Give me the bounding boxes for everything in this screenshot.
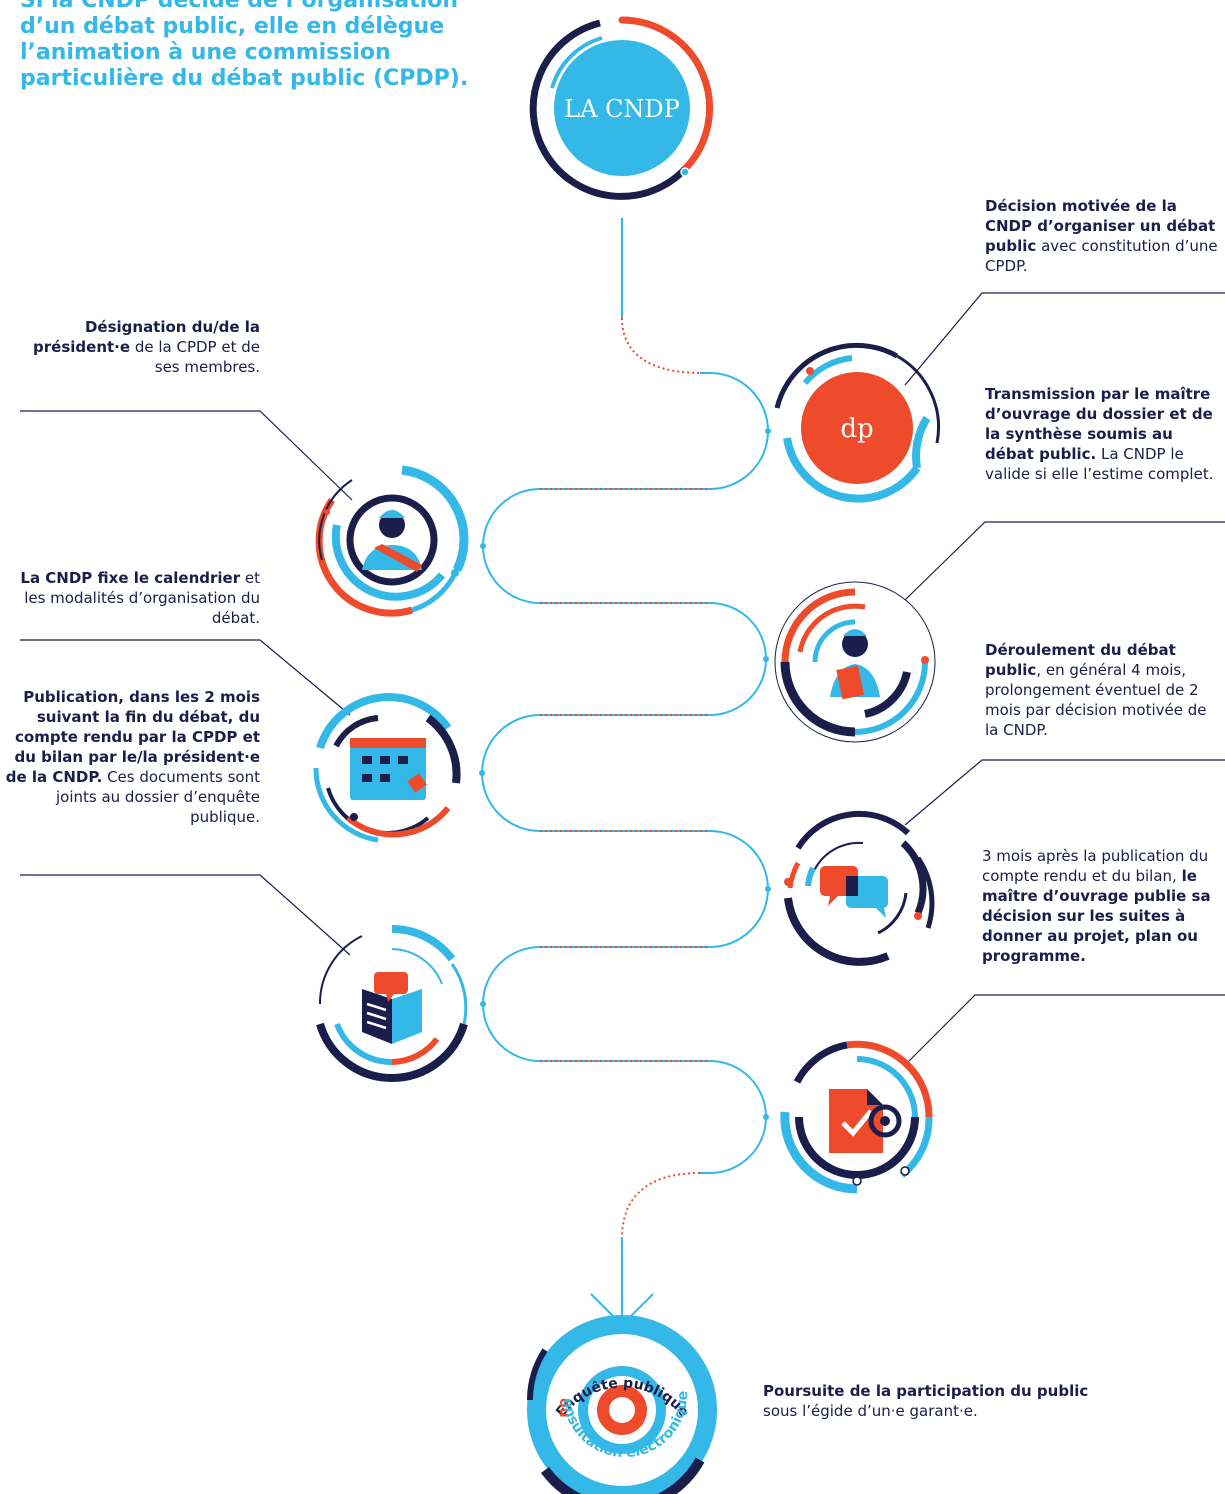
node-dots (479, 428, 771, 1120)
step-deroulement-text: Déroulement du débat public, en général … (985, 641, 1207, 739)
document-check-icon (780, 1040, 933, 1194)
person-sash-icon (315, 465, 469, 617)
step-transmission-text: Transmission par le maître d’ouvrage du … (985, 385, 1214, 483)
dp-logo-icon: dp (774, 342, 941, 503)
step-calendrier-text: La CNDP fixe le calendrier et les modali… (20, 569, 260, 627)
cndp-logo-text: LA CNDP (564, 95, 680, 123)
step-decision-mo-text: 3 mois après la publication du compte re… (982, 847, 1211, 965)
book-report-icon (316, 925, 468, 1082)
cndp-logo-icon: LA CNDP (529, 16, 714, 200)
person-document-icon (774, 581, 936, 743)
connector-lines (481, 218, 770, 1327)
step-publication-text: Publication, dans les 2 mois suivant la … (5, 688, 260, 826)
chat-bubbles-icon (784, 810, 935, 966)
step-poursuite-text: Poursuite de la participation du public … (763, 1382, 1089, 1420)
step-designation-text: Désignation du/de la président·e de la C… (33, 318, 260, 376)
dp-logo-text: dp (840, 414, 873, 444)
badge-or-text: ou (556, 1398, 572, 1418)
intro-heading: Si la CNDP décide de l’organisation d’un… (20, 0, 469, 91)
step-decision-text: Décision motivée de la CNDP d’organiser … (985, 197, 1218, 275)
calendar-icon (313, 693, 461, 843)
callout-lines (20, 292, 1225, 1066)
